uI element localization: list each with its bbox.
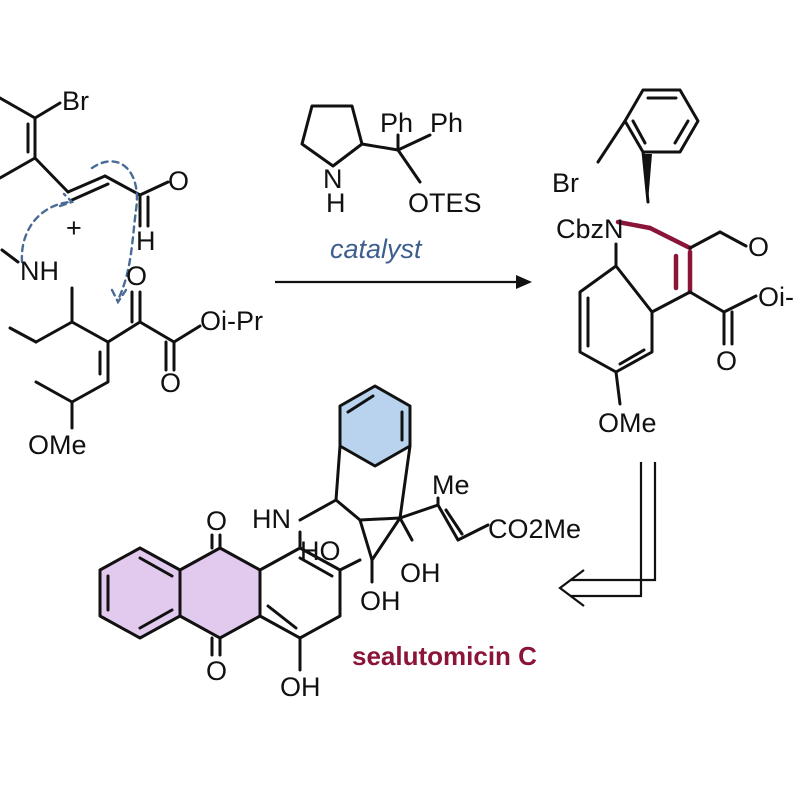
sealutomicin-structure	[98, 384, 490, 672]
label-keto-o: O	[126, 261, 147, 291]
label-nh-left: NH	[20, 256, 59, 286]
label-oh2: OH	[360, 586, 401, 616]
label-prod-ester-o: O	[716, 346, 737, 376]
purple-ring-middle	[180, 548, 260, 638]
label-prod-ald-o: O	[748, 232, 769, 262]
label-aldehyde-o: O	[168, 166, 189, 196]
label-prod-ome: OMe	[598, 408, 657, 438]
label-ome-left: OMe	[28, 430, 87, 460]
blue-benzene-ring	[340, 386, 410, 466]
dihydroquinoline-product	[578, 88, 758, 406]
bromocinnamaldehyde	[0, 96, 170, 228]
product-name: sealutomicin C	[352, 641, 537, 671]
label-oipr: Oi-Pr	[200, 306, 263, 336]
label-anth-o-top: O	[206, 506, 227, 536]
label-anth-o-bot: O	[206, 656, 227, 686]
mechanism-arrows	[20, 160, 139, 305]
label-aldehyde-h: H	[136, 226, 156, 256]
label-cbzn: CbzN	[556, 214, 624, 244]
label-cat-h: H	[326, 188, 346, 218]
label-prod-br: Br	[552, 168, 579, 198]
label-ho: HO	[300, 536, 341, 566]
aniline-ketoester	[0, 248, 202, 430]
label-me: Me	[432, 470, 470, 500]
label-cat-n: N	[323, 164, 343, 194]
label-oh1: OH	[400, 558, 441, 588]
retrosynthetic-arrow[interactable]	[558, 462, 657, 607]
label-co2me: CO2Me	[488, 514, 581, 544]
label-plus: +	[66, 213, 82, 243]
label-prod-oi: Oi-	[758, 282, 794, 312]
label-ester-o: O	[160, 368, 181, 398]
label-cat-ph2: Ph	[430, 108, 463, 138]
label-cat-otes: OTES	[408, 188, 482, 218]
label-br-left: Br	[62, 86, 89, 116]
purple-ring-left	[100, 548, 180, 638]
catalyst-structure	[300, 104, 432, 184]
catalyst-label: catalyst	[330, 234, 423, 264]
reaction-arrow[interactable]	[275, 275, 532, 289]
label-cat-ph1: Ph	[380, 108, 413, 138]
label-anth-oh: OH	[280, 672, 321, 702]
label-hn: HN	[252, 504, 291, 534]
